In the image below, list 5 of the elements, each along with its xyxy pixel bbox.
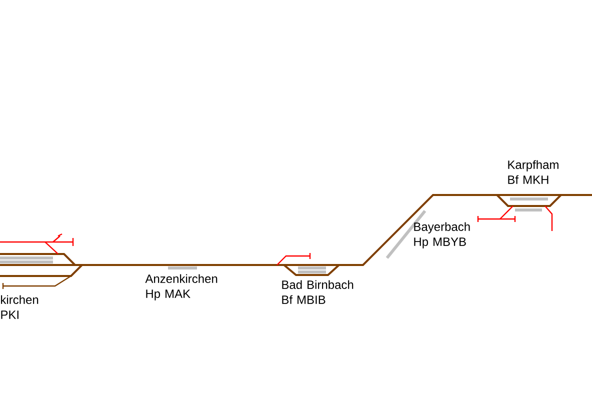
station-label: Anzenkirchen Hp MAK	[145, 274, 218, 300]
station-label: Bayerbach Hp MBYB	[414, 222, 470, 248]
station-label: Bad Birnbach Bf MBIB	[282, 280, 354, 304]
station-label: Karpfham Bf MKH	[508, 160, 558, 184]
station-label: kirchen PKI	[1, 295, 38, 319]
